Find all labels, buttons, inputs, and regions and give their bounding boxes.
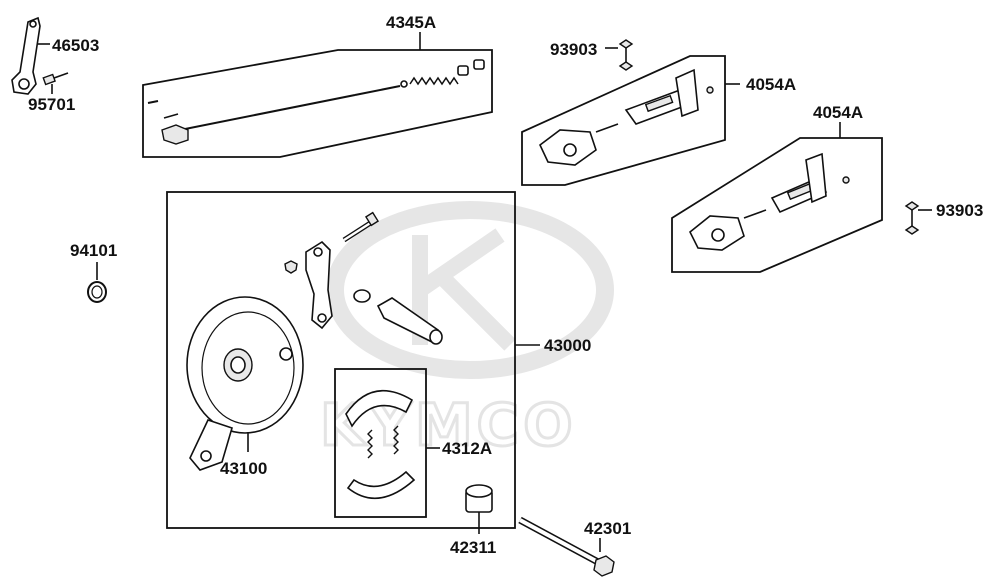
label-42301: 42301 bbox=[584, 519, 631, 538]
label-42311: 42311 bbox=[450, 538, 496, 557]
label-43100: 43100 bbox=[220, 459, 267, 478]
part-43000-seal bbox=[353, 289, 371, 303]
part-4345A-brake-rod bbox=[147, 59, 485, 145]
part-46503-lever bbox=[11, 16, 41, 95]
label-4345A: 4345A bbox=[386, 13, 436, 32]
box-4054A-right bbox=[671, 137, 883, 273]
box-4312A bbox=[334, 368, 427, 518]
box-43000 bbox=[166, 191, 516, 529]
part-4312A-brake-shoes bbox=[345, 389, 416, 500]
part-4054A-top-adjuster bbox=[538, 68, 714, 166]
part-43100-brake-panel bbox=[186, 296, 304, 471]
label-94101: 94101 bbox=[70, 241, 117, 260]
label-95701: 95701 bbox=[28, 95, 75, 114]
label-4054A-top: 4054A bbox=[746, 75, 796, 94]
label-93903-top: 93903 bbox=[550, 40, 597, 59]
part-43000-cam-shaft bbox=[376, 297, 443, 345]
part-95701-bolt bbox=[42, 72, 69, 86]
label-46503: 46503 bbox=[52, 36, 99, 55]
part-93903-top-screw bbox=[618, 39, 634, 71]
box-4345A bbox=[142, 49, 493, 158]
label-93903-right: 93903 bbox=[936, 201, 983, 220]
part-94101-ring bbox=[87, 281, 107, 303]
part-43000-nut bbox=[284, 260, 298, 274]
part-43000-bolt bbox=[342, 211, 380, 243]
part-4054A-right-adjuster bbox=[688, 152, 850, 251]
box-4054A-top bbox=[521, 55, 726, 186]
label-43000: 43000 bbox=[544, 336, 591, 355]
part-42311-collar bbox=[465, 484, 493, 513]
part-93903-right-screw bbox=[904, 201, 920, 235]
label-4054A-right: 4054A bbox=[813, 103, 863, 122]
part-42301-axle bbox=[518, 516, 615, 577]
label-4312A: 4312A bbox=[442, 439, 492, 458]
part-43000-cam-lever bbox=[305, 240, 333, 330]
